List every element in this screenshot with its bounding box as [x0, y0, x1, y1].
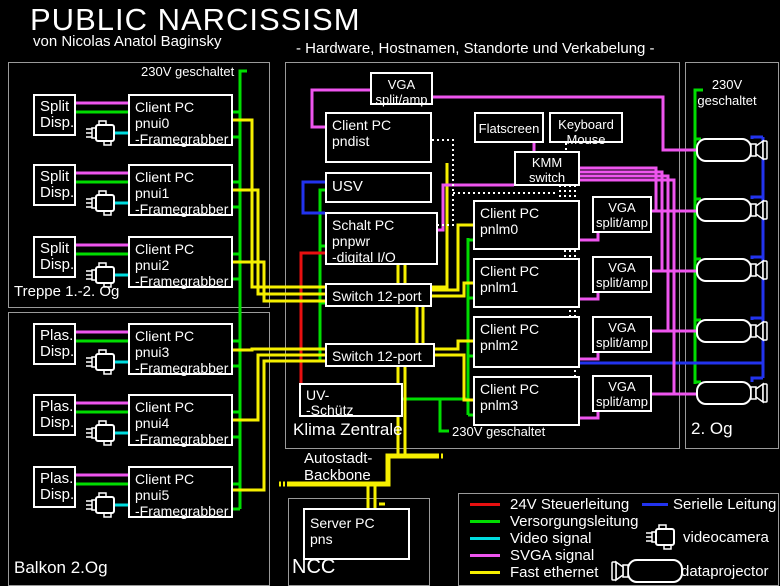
page-title: PUBLIC NARCISSISM [30, 2, 361, 37]
flatscreen-box: Flatscreen [474, 112, 544, 143]
panel-treppe [8, 62, 270, 308]
legend-swatch-svga [470, 554, 500, 557]
legend-label-dataprojector: dataprojector [681, 563, 769, 580]
legend-swatch-video [470, 537, 500, 540]
treppe-power-label: 230V geschaltet [141, 64, 235, 79]
uv-schuetz-box: UV--Schütz [299, 383, 403, 418]
legend-label-svga: SVGA signal [510, 547, 595, 564]
legend-label-versorgung: Versorgungsleitung [510, 513, 639, 530]
display-plas-2: Plas.Disp. [33, 466, 76, 508]
usv-box: USV [325, 172, 432, 203]
backbone-label: Autostadt-Backbone [304, 450, 373, 484]
2og-label: 2. Og [691, 419, 733, 438]
klima-zentrale-label: Klima Zentrale [293, 420, 403, 439]
panel-klima-zentrale [285, 62, 680, 449]
legend-label-videocamera: videocamera [683, 529, 769, 546]
panel-2og [685, 62, 779, 449]
legend-swatch-versorgung [470, 520, 500, 523]
switch-12port-1: Switch 12-port [325, 283, 432, 307]
backbone-line [279, 453, 445, 487]
steuer-lines [299, 251, 325, 383]
video-lines [114, 131, 128, 507]
legend-label-steuerleitung: 24V Steuerleitung [510, 496, 630, 513]
svga-lines [76, 88, 697, 477]
switch-12port-2: Switch 12-port [325, 343, 435, 367]
ethernet-lines [233, 118, 473, 508]
videocamera-icons [85, 120, 115, 518]
klima-power-label: 230V geschaltet [452, 424, 546, 439]
legend-label-ethernet: Fast ethernet [510, 564, 599, 581]
legend-label-seriell: Serielle Leitung [673, 496, 777, 513]
legend-swatch-ethernet [470, 571, 500, 574]
ncc-label: NCC [292, 556, 336, 578]
page-subtitle: von Nicolas Anatol Baginsky [33, 33, 222, 50]
legend-dataprojector-icon [611, 559, 683, 583]
legend-label-video: Video signal [510, 530, 592, 547]
display-plas-1: Plas.Disp. [33, 394, 76, 436]
legend-videocamera-icon [645, 524, 675, 550]
treppe-label: Treppe 1.-2. Og [14, 283, 120, 300]
page-caption: - Hardware, Hostnamen, Standorte und Ver… [296, 40, 655, 57]
legend-swatch-seriell [642, 503, 668, 506]
balkon-label: Balkon 2.Og [14, 558, 108, 577]
legend-swatch-steuerleitung [470, 503, 500, 506]
display-plas-0: Plas.Disp. [33, 323, 76, 365]
power-lines [76, 69, 703, 511]
